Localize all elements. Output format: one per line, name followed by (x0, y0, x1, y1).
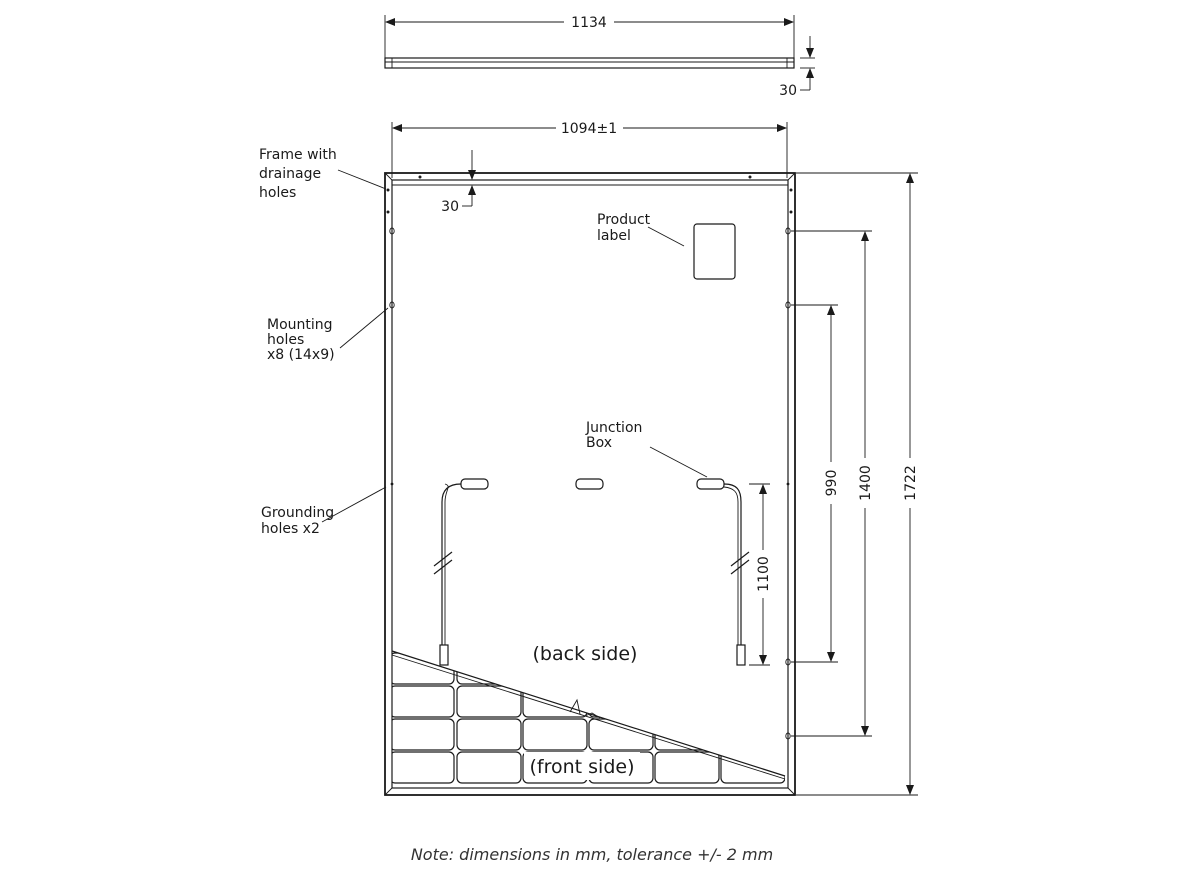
dim-text-1094: 1094±1 (561, 121, 617, 137)
solar-cell (392, 718, 455, 751)
callout-mounting: Mounting holes x8 (14x9) (267, 307, 389, 363)
dim-text-frame-30: 30 (441, 199, 459, 215)
connector-right (736, 644, 746, 666)
solar-cell (456, 751, 522, 784)
grounding-hole-right (786, 482, 790, 486)
mounting-label-line2: holes (267, 332, 304, 348)
solar-cell (720, 718, 785, 751)
svg-text:Product label: Product label (597, 212, 655, 244)
dim-text-1400: 1400 (858, 465, 874, 501)
grounding-hole-left (390, 482, 394, 486)
footnote: Note: dimensions in mm, tolerance +/- 2 … (411, 845, 773, 864)
mounting-label-line3: x8 (14x9) (267, 347, 335, 363)
solar-cell (456, 685, 522, 718)
solar-cell (392, 685, 455, 718)
junction-label-line1: Junction (585, 420, 642, 436)
solar-cell (654, 685, 720, 718)
frame-label-line2: drainage (259, 166, 321, 182)
product-label-plate (693, 223, 736, 280)
front-side-label: (front side) (530, 756, 635, 778)
junction-label-line2: Box (586, 435, 612, 451)
mounting-label-line1: Mounting (267, 317, 333, 333)
mounting-holes (389, 227, 791, 740)
dim-text-990: 990 (824, 470, 840, 497)
callout-grounding: Grounding holes x2 (261, 486, 387, 537)
svg-text:Grounding holes x2: Grounding holes x2 (261, 505, 339, 537)
junction-box-right (696, 478, 725, 490)
svg-text:Mounting holes x8: Mounting holes x8 (14x9) (267, 317, 337, 363)
panel-back-view: 30 1094±1 (back sid (384, 121, 796, 796)
vertical-dimensions: 1722 1400 990 1100 (749, 172, 919, 796)
junction-box-left (460, 478, 489, 490)
back-side-label: (back side) (533, 643, 638, 665)
svg-text:Frame with drainage: Frame with drainage holes (259, 147, 341, 201)
solar-cell (522, 718, 588, 751)
solar-cell (588, 685, 654, 718)
callout-frame: Frame with drainage holes (259, 147, 387, 201)
dim-text-1134: 1134 (571, 15, 607, 31)
junction-box-center (575, 478, 604, 490)
solar-cell (720, 751, 785, 784)
frame-label-line3: holes (259, 185, 296, 201)
solar-cell (654, 751, 720, 784)
solar-cell (456, 652, 522, 685)
profile-frame (384, 57, 795, 69)
solar-cell (456, 718, 522, 751)
cable-left (441, 483, 462, 645)
callout-junction: Junction Box (585, 420, 708, 478)
dim-text-profile-30: 30 (779, 83, 797, 99)
svg-text:Junction Box: Junction Box (585, 420, 647, 451)
solar-cell (720, 685, 785, 718)
callout-product-label: Product label (597, 212, 685, 247)
grounding-label-line1: Grounding (261, 505, 334, 521)
cable-right (723, 483, 742, 645)
product-label-line2: label (597, 228, 631, 244)
solar-cell (392, 751, 455, 784)
solar-cell (720, 652, 785, 685)
panel-outer-frame (384, 172, 796, 796)
dim-text-1722: 1722 (903, 465, 919, 501)
solar-cell (654, 652, 720, 685)
connector-left (439, 644, 449, 666)
product-label-line1: Product (597, 212, 651, 228)
side-profile-view: 1134 30 (384, 15, 815, 99)
grounding-label-line2: holes x2 (261, 521, 320, 537)
dim-text-1100: 1100 (756, 556, 772, 592)
frame-label-line1: Frame with (259, 147, 337, 163)
